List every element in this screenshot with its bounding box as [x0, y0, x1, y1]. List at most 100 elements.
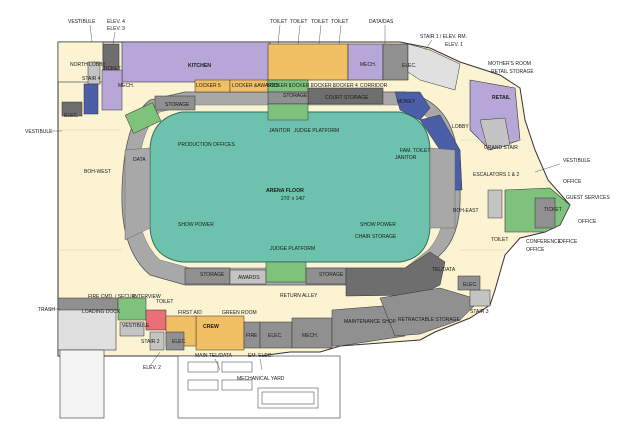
label-storage-n2: STORAGE	[283, 93, 308, 99]
label-elec-s2: ELEC.	[172, 339, 186, 345]
elec-s2-room	[165, 331, 185, 351]
structural-grid	[58, 129, 525, 251]
label-data: DATA	[133, 157, 146, 163]
elevator-nw	[102, 43, 120, 71]
label-north-lobby: NORTH LOBBY	[70, 62, 106, 68]
retractable-storage-room	[379, 287, 481, 337]
label-em-elec: EM. ELEC.	[248, 353, 273, 359]
label-elev3: ELEV. 3	[107, 26, 125, 32]
arena-floor	[149, 111, 431, 263]
label-vestibule-e: VESTIBULE	[563, 158, 591, 164]
room-labels: VESTIBULE ELEV. 4 ELEV. 3 TOILET TOILET …	[25, 19, 610, 382]
se-seating-dark	[345, 251, 446, 297]
label-locker5: LOCKER 5	[196, 83, 221, 89]
interview-room	[117, 297, 147, 321]
judge-platform-s	[265, 261, 307, 283]
label-elec-se: ELEC.	[463, 282, 477, 288]
label-locker-awards: LOCKER &AWARDS	[232, 83, 280, 89]
label-data-das: DATA/DAS	[369, 19, 394, 25]
label-first-aid: FIRST AID	[178, 310, 202, 316]
label-locker3: LOCKER 3	[311, 83, 336, 89]
label-lobby: LOBBY	[452, 124, 469, 130]
label-toilet-3: TOILET	[311, 19, 328, 25]
label-retractable-storage: RETRACTABLE STORAGE	[398, 317, 460, 323]
mech-n-room	[347, 43, 384, 81]
crew-room	[195, 315, 245, 351]
label-mech-nw: MECH.	[118, 83, 134, 89]
label-mech-s: MECH.	[302, 333, 318, 339]
mechanical-yard	[177, 355, 341, 419]
label-show-power-w: SHOW POWER	[178, 222, 214, 228]
kitchen-room	[121, 41, 271, 83]
label-toilet-2: TOILET	[290, 19, 307, 25]
label-elec-s1: ELEC.	[268, 333, 282, 339]
label-storage-n1: STORAGE	[165, 102, 190, 108]
label-crew: CREW	[203, 324, 219, 330]
label-stair2: STAIR 2	[141, 339, 160, 345]
label-elec-n: ELEC.	[402, 63, 416, 69]
label-loading-dock: LOADING DOCK	[82, 309, 121, 315]
label-ticket-nw: TICKET	[103, 66, 121, 72]
label-judge-platform-s: JUDGE PLATFORM	[270, 246, 315, 252]
stair2-room	[149, 331, 165, 351]
label-vestibule-w: VESTIBULE	[25, 129, 53, 135]
label-mechanical-yard: MECHANICAL YARD	[237, 376, 285, 382]
label-vestibule-top: VESTIBULE	[68, 19, 96, 25]
label-office-e2: OFFICE	[578, 219, 597, 225]
label-elev2: ELEV. 2	[143, 365, 161, 371]
label-interview: INTERVIEW	[133, 294, 161, 300]
elec-s1-room	[259, 321, 293, 349]
label-storage-s2: STORAGE	[319, 272, 344, 278]
west-seating-upper	[124, 147, 151, 241]
label-elev4: ELEV. 4	[107, 19, 125, 25]
label-money: MONEY	[397, 99, 416, 105]
label-guest-services: GUEST SERVICES	[566, 195, 610, 201]
label-toilet-s: TOILET	[156, 299, 173, 305]
elec-n-room	[382, 43, 409, 81]
money-blue	[394, 91, 431, 121]
label-main-tel-data: MAIN TEL/DATA	[195, 353, 233, 359]
label-fam-toilet: FAM. TOILET	[400, 148, 430, 154]
label-office-e1: OFFICE	[563, 179, 582, 185]
label-vestibule-s: VESTIBULE	[122, 323, 150, 329]
elec-se-room	[457, 275, 481, 291]
label-locker2: LOCKER 2	[289, 83, 314, 89]
label-show-power-e: SHOW POWER	[360, 222, 396, 228]
ticket-e-room	[534, 197, 556, 229]
storage-n1-room	[154, 95, 196, 111]
label-elec-nw: ELEC.	[64, 113, 78, 119]
stair3-room	[469, 289, 491, 307]
label-kitchen: KITCHEN	[188, 63, 211, 69]
label-locker4: LOCKER 4	[333, 83, 358, 89]
loading-ramp	[59, 349, 105, 419]
label-stair1: STAIR 1 / ELEV. RM.	[420, 34, 467, 40]
mech-nw-room	[101, 69, 123, 111]
label-janitor-n: JANITOR	[269, 128, 291, 134]
label-toilet-4: TOILET	[331, 19, 348, 25]
label-mothers-room: MOTHER'S ROOM	[488, 61, 531, 67]
label-trash: TRASH	[38, 307, 55, 313]
label-awards: AWARDS	[238, 275, 260, 281]
label-grand-stair: GRAND STAIR	[484, 145, 518, 151]
label-green-room: GREEN ROOM	[222, 310, 257, 316]
label-judge-platform-n: JUDGE PLATFORM	[294, 128, 339, 134]
east-seating-upper	[429, 147, 456, 229]
escalators-room	[487, 189, 503, 219]
label-return-alley: RETURN ALLEY	[280, 293, 318, 299]
ne-corridor	[407, 43, 461, 91]
label-escalators: ESCALATORS 1 & 2	[473, 172, 519, 178]
label-fire: FIRE	[246, 333, 258, 339]
label-arena-floor: ARENA FLOOR	[266, 188, 304, 194]
janitor-n-room	[267, 103, 309, 121]
label-office-e4: OFFICE	[526, 247, 545, 253]
label-elev1: ELEV. 1	[445, 42, 463, 48]
label-stair4: STAIR 4	[82, 76, 101, 82]
label-court-storage: COURT STORAGE	[325, 95, 369, 101]
elec-nw-room	[61, 101, 83, 117]
label-chair-storage: CHAIR STORAGE	[355, 234, 397, 240]
vestibule-s-room	[119, 321, 145, 337]
label-toilet-e: TOILET	[491, 237, 508, 243]
label-mech-n: MECH.	[360, 62, 376, 68]
leader-lines	[48, 24, 561, 371]
